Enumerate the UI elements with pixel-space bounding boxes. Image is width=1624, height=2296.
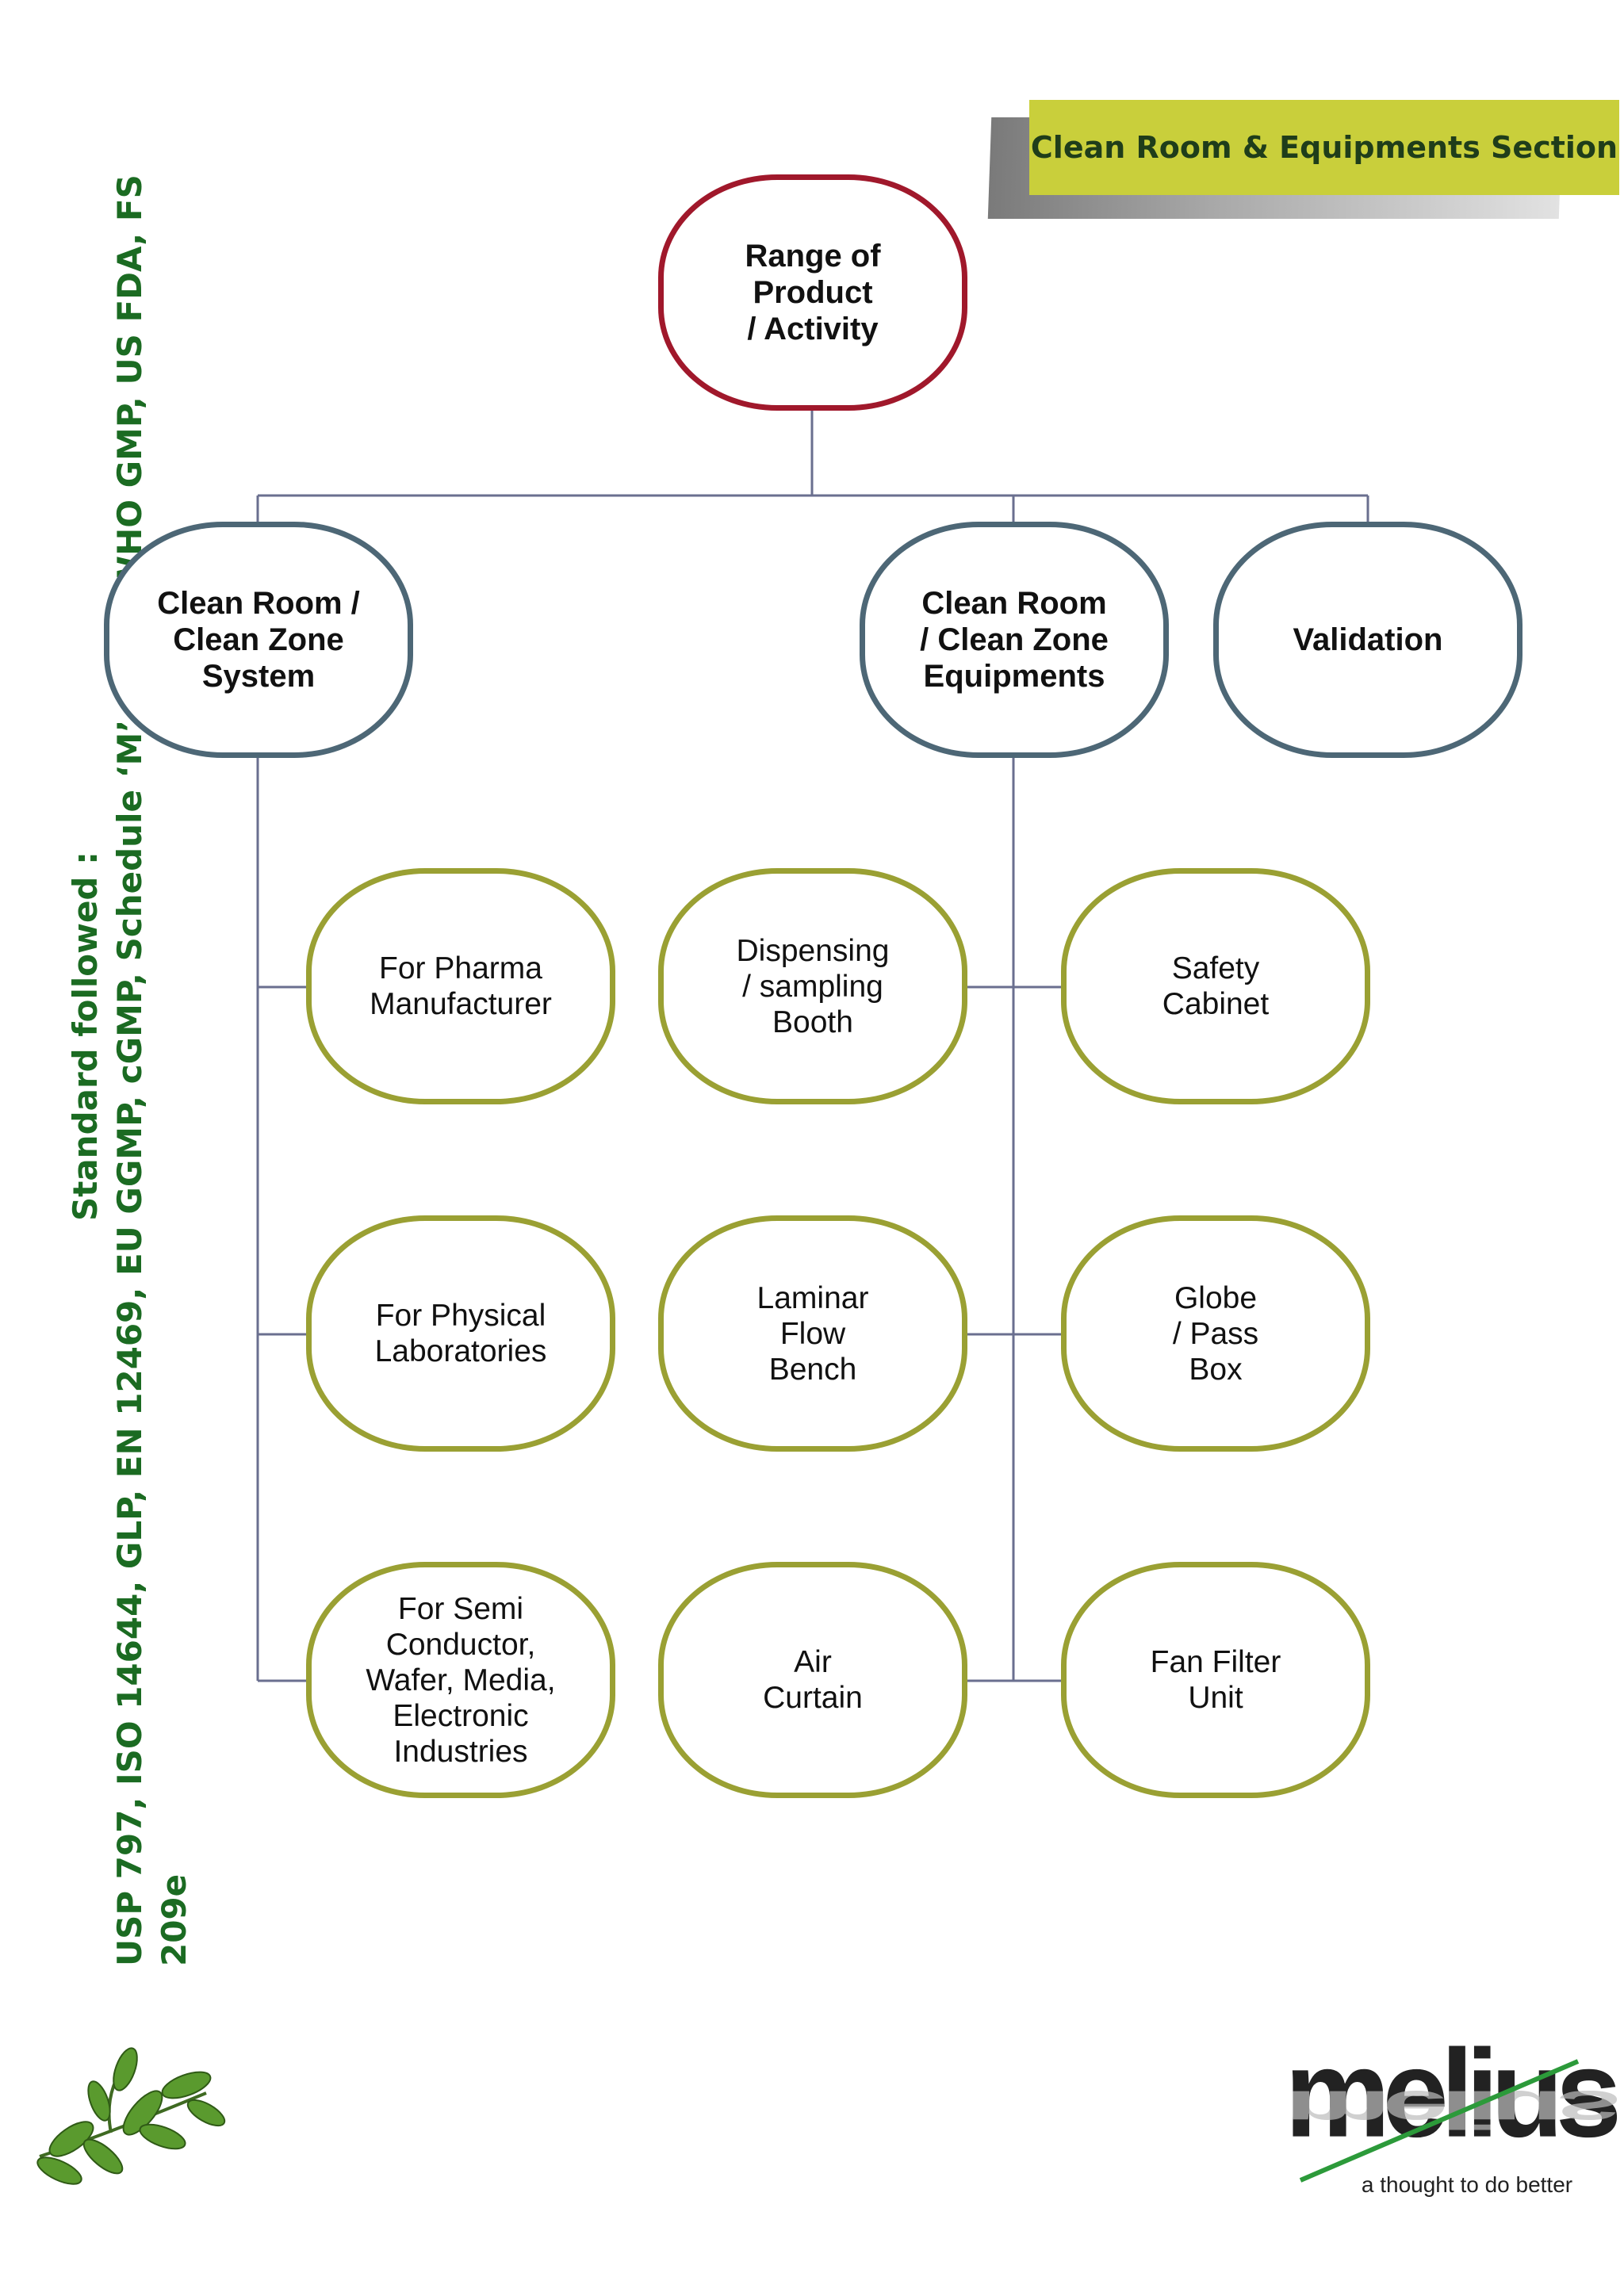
node-for-semi-conductor: For Semi Conductor, Wafer, Media, Electr… [306,1562,615,1798]
node-laminar-flow-bench: Laminar Flow Bench [658,1215,967,1452]
leaf-branch-icon [36,2047,226,2185]
node-dispensing-sampling-booth: Dispensing / sampling Booth [658,868,967,1104]
node-globe-pass-box: Globe / Pass Box [1061,1215,1370,1452]
section-title-tab: Clean Room & Equipments Section [987,100,1619,219]
node-clean-room-system: Clean Room / Clean Zone System [104,522,413,758]
brand-swoosh-icon [1299,2059,1580,2183]
node-air-curtain: Air Curtain [658,1562,967,1798]
brand-name: melius [1285,2022,1622,2164]
section-title: Clean Room & Equipments Section [1029,100,1619,195]
node-safety-cabinet: Safety Cabinet [1061,868,1370,1104]
node-for-pharma-manufacturer: For Pharma Manufacturer [306,868,615,1104]
node-validation: Validation [1213,522,1522,758]
node-fan-filter-unit: Fan Filter Unit [1061,1562,1370,1798]
root-node-range-of-product: Range of Product / Activity [658,174,967,411]
node-for-physical-laboratories: For Physical Laboratories [306,1215,615,1452]
brand-logo: melius melius a thought to do better [1285,2022,1622,2204]
brand-tagline: a thought to do better [1361,2172,1573,2197]
node-clean-room-equipments: Clean Room / Clean Zone Equipments [860,522,1169,758]
